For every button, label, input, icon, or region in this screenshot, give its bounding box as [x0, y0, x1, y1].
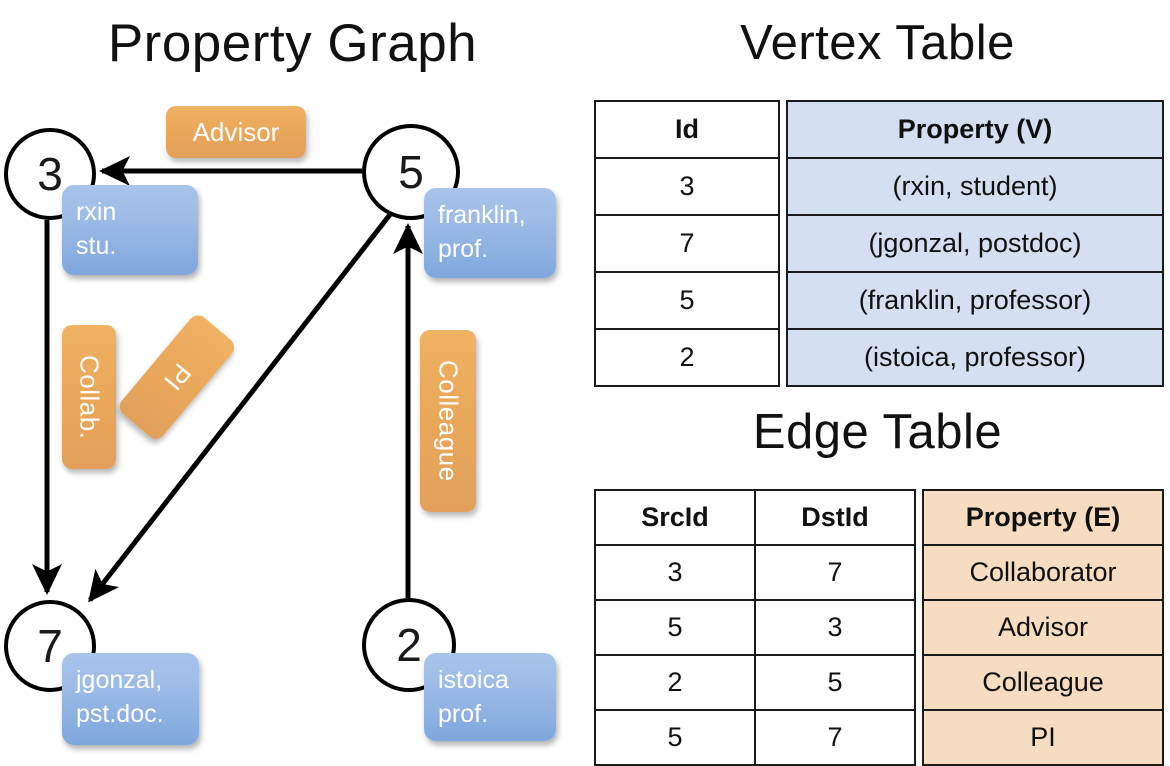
table-row: 3	[594, 157, 780, 216]
edge-label-advisor-text: Advisor	[192, 116, 280, 147]
graph-node-2[interactable]: 2	[362, 598, 456, 692]
table-row: (jgonzal, postdoc)	[786, 214, 1164, 273]
edge-label-advisor: Advisor	[166, 106, 306, 158]
vertex-table-header-row: Property (V)	[786, 100, 1164, 159]
graph-edges-layer	[32, 156, 423, 603]
table-row: PI	[922, 709, 1164, 766]
edge-table-cell-srcid: 3	[594, 544, 756, 601]
graph-edge-5-to-7	[88, 210, 394, 603]
vertex-property-box-3: rxin stu.	[62, 185, 198, 275]
table-row: Collaborator	[922, 544, 1164, 601]
vertex-table-cell-id: 2	[594, 328, 780, 387]
graph-node-2-label: 2	[396, 619, 422, 671]
edge-table-cell-property: Collaborator	[922, 544, 1164, 601]
vertex-table-header-id: Id	[594, 100, 780, 159]
edge-table-cell-dstid: 3	[754, 599, 916, 656]
edge-table-header-property: Property (E)	[922, 489, 1164, 546]
table-row: 2 5	[594, 654, 916, 711]
edge-table-cell-dstid: 7	[754, 544, 916, 601]
vertex-table-cell-id: 5	[594, 271, 780, 330]
vertex-property-box-5: franklin, prof.	[424, 188, 556, 278]
vertex-property-box-7: jgonzal, pst.doc.	[62, 653, 199, 745]
vertex-table-cell-property: (jgonzal, postdoc)	[786, 214, 1164, 273]
edge-table-cell-dstid: 5	[754, 654, 916, 711]
edge-label-collab-text: Collab.	[74, 354, 105, 440]
edge-table-property-column: Property (E) Collaborator Advisor Collea…	[922, 489, 1164, 766]
edge-table-header-srcid: SrcId	[594, 489, 756, 546]
edge-table-header-row: Property (E)	[922, 489, 1164, 546]
table-row: (rxin, student)	[786, 157, 1164, 216]
edge-table-header-dstid: DstId	[754, 489, 916, 546]
edge-label-collab: Collab.	[62, 325, 116, 469]
graph-node-5[interactable]: 5	[362, 124, 460, 220]
vertex-property-box-7-line2: pst.doc.	[76, 700, 164, 728]
vertex-property-box-3-line2: stu.	[76, 232, 117, 260]
vertex-table-property-column: Property (V) (rxin, student) (jgonzal, p…	[786, 100, 1164, 387]
vertex-property-box-2-line1: istoica	[438, 666, 509, 694]
graph-node-5-label: 5	[398, 146, 424, 198]
edge-table-cell-dstid: 7	[754, 709, 916, 766]
vertex-property-box-5-line1: franklin,	[438, 201, 526, 229]
vertex-table-id-column: Id 3 7 5 2	[594, 100, 780, 387]
table-row: Advisor	[922, 599, 1164, 656]
vertex-table-cell-property: (franklin, professor)	[786, 271, 1164, 330]
edge-table-cell-srcid: 2	[594, 654, 756, 711]
vertex-table-header-row: Id	[594, 100, 780, 159]
table-row: (franklin, professor)	[786, 271, 1164, 330]
table-row: 7	[594, 214, 780, 273]
table-row: 2	[594, 328, 780, 387]
vertex-table-cell-property: (rxin, student)	[786, 157, 1164, 216]
page-title-edge-table: Edge Table	[752, 405, 1003, 459]
vertex-property-box-2-line2: prof.	[438, 700, 489, 728]
table-row: (istoica, professor)	[786, 328, 1164, 387]
edge-label-colleague: Colleague	[420, 330, 476, 512]
edge-table-cell-srcid: 5	[594, 599, 756, 656]
table-row: 5 3	[594, 599, 916, 656]
table-row: 3 7	[594, 544, 916, 601]
table-row: 5 7	[594, 709, 916, 766]
edge-label-colleague-text: Colleague	[433, 360, 464, 482]
vertex-property-box-7-line1: jgonzal,	[76, 666, 163, 694]
vertex-property-box-2: istoica prof.	[424, 653, 556, 741]
edge-label-pi-text: PI	[157, 357, 198, 397]
page-title-property-graph: Property Graph	[107, 14, 478, 73]
vertex-table-cell-id: 3	[594, 157, 780, 216]
graph-node-3-label: 3	[37, 148, 63, 200]
edge-table-id-columns: SrcId DstId 3 7 5 3 2 5 5 7	[594, 489, 916, 766]
table-row: Colleague	[922, 654, 1164, 711]
edge-table-cell-srcid: 5	[594, 709, 756, 766]
edge-table-cell-property: Colleague	[922, 654, 1164, 711]
vertex-table-header-property: Property (V)	[786, 100, 1164, 159]
page-title-vertex-table: Vertex Table	[740, 16, 1015, 70]
property-graph-diagram: 3 5 7 2 rxin stu. franklin, prof. jgonza…	[0, 0, 585, 760]
edge-table-cell-property: Advisor	[922, 599, 1164, 656]
edge-table-header-row: SrcId DstId	[594, 489, 916, 546]
graph-node-7-label: 7	[37, 620, 63, 672]
vertex-table-cell-property: (istoica, professor)	[786, 328, 1164, 387]
table-row: 5	[594, 271, 780, 330]
vertex-property-box-3-line1: rxin	[76, 198, 117, 226]
vertex-table-cell-id: 7	[594, 214, 780, 273]
vertex-property-box-5-line2: prof.	[438, 235, 489, 263]
edge-table-cell-property: PI	[922, 709, 1164, 766]
